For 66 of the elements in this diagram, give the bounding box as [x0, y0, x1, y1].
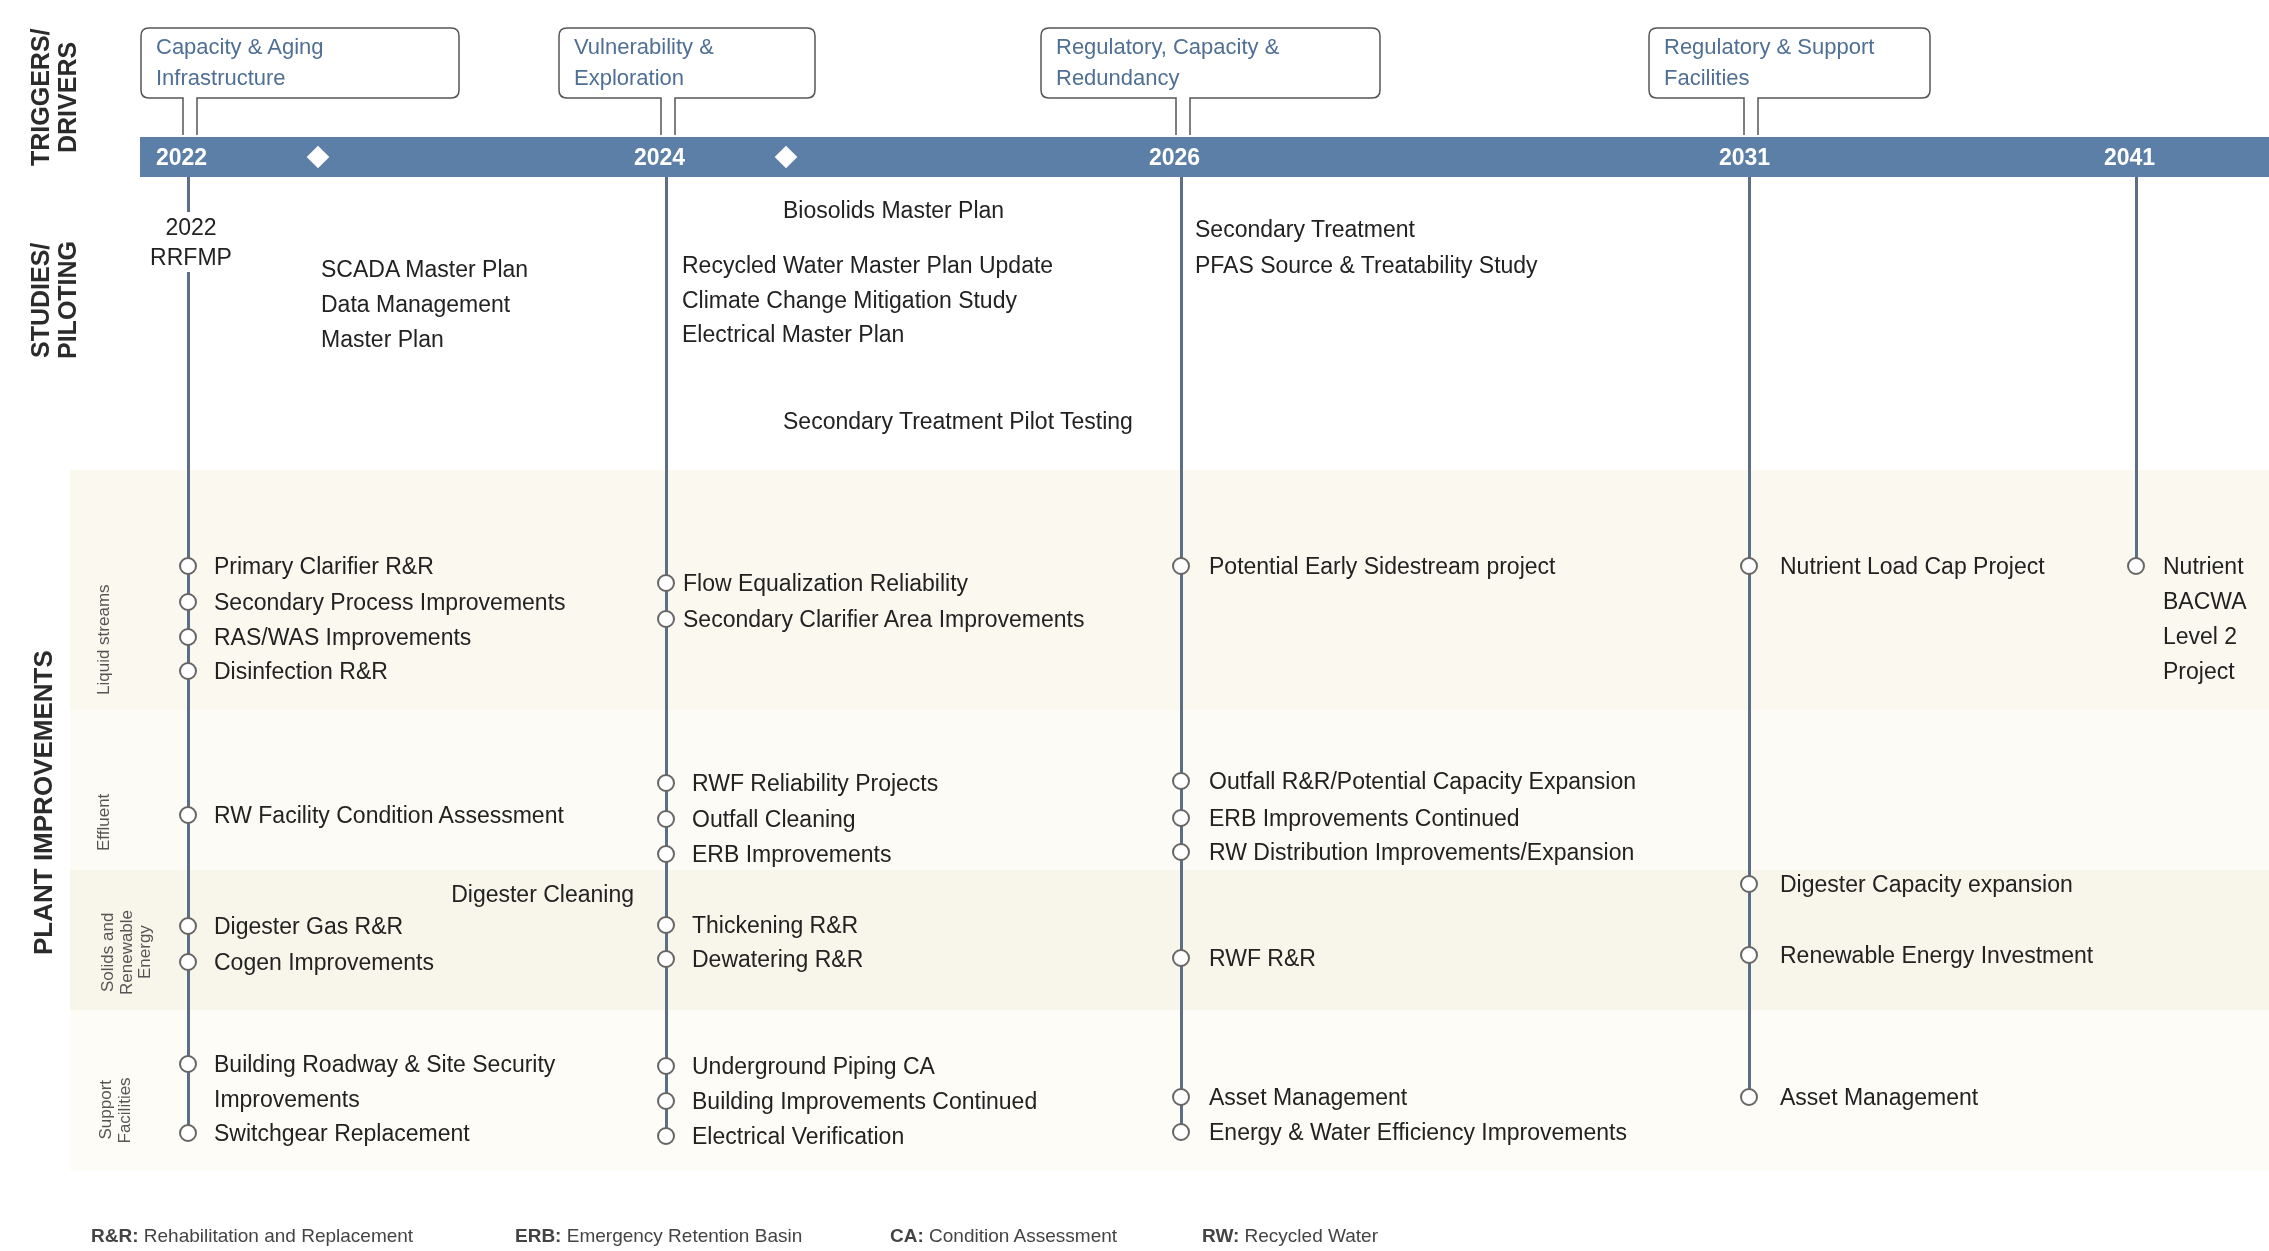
abbreviation-note: RW: Recycled Water: [1202, 1225, 1378, 1247]
project-item: RW Facility Condition Assessment: [214, 801, 565, 830]
project-item: Outfall R&R/Potential Capacity Expansion: [1209, 767, 1637, 796]
project-item: Asset Management: [1209, 1083, 1409, 1112]
project-item: Digester Capacity expansion: [1780, 870, 2074, 899]
project-item: Potential Early Sidestream project: [1209, 552, 1557, 581]
project-item: Building Roadway & Site Security Improvements: [214, 1050, 557, 1114]
study-item: Digester Cleaning: [450, 880, 634, 909]
subsection-heading: Effluent: [94, 792, 114, 853]
trigger-callout-box: [1040, 27, 1381, 135]
project-item: Flow Equalization Reliability: [683, 569, 970, 598]
project-item: Underground Piping CA: [692, 1052, 936, 1081]
project-item: Secondary Clarifier Area Improvements: [683, 605, 1086, 634]
study-item: Electrical Master Plan: [682, 320, 906, 349]
trigger-text: Regulatory, Capacity & Redundancy: [1056, 34, 1280, 90]
project-item: Disinfection R&R: [214, 657, 389, 686]
subsection-heading: Liquid streams: [94, 583, 114, 698]
trigger-callout-box: [1648, 27, 1931, 135]
study-item: Recycled Water Master Plan Update: [682, 251, 1055, 280]
section-heading: TRIGGERS/ DRIVERS: [26, 27, 82, 168]
year-label: 2026: [1149, 144, 1201, 171]
abbreviation-note: ERB: Emergency Retention Basin: [515, 1225, 803, 1247]
project-item: Thickening R&R: [692, 911, 860, 940]
trigger-text: Capacity & Aging Infrastructure: [156, 34, 324, 90]
project-item: RWF Reliability Projects: [692, 769, 940, 798]
abbreviation-note: CA: Condition Assessment: [890, 1225, 1118, 1247]
trigger-callout-box: [558, 27, 816, 135]
year-label: 2041: [2104, 144, 2156, 171]
subsection-heading: Solids and Renewable Energy: [98, 908, 156, 997]
study-item: Biosolids Master Plan: [783, 196, 1006, 225]
abbreviation-note: R&R: Rehabilitation and Replacement: [91, 1225, 414, 1247]
project-item: Renewable Energy Investment: [1780, 941, 2095, 970]
project-item: RAS/WAS Improvements: [214, 623, 473, 652]
project-item: Outfall Cleaning: [692, 805, 857, 834]
trigger-text: Regulatory & Support Facilities: [1664, 34, 1875, 90]
year-label: 2022: [156, 144, 208, 171]
study-item: PFAS Source & Treatability Study: [1195, 251, 1539, 280]
project-item: Electrical Verification: [692, 1122, 906, 1151]
trigger-text: Vulnerability & Exploration: [574, 34, 714, 90]
year-label: 2031: [1719, 144, 1771, 171]
project-item: Nutrient Load Cap Project: [1780, 552, 2046, 581]
project-item: ERB Improvements Continued: [1209, 804, 1521, 833]
study-item: Secondary Treatment: [1195, 215, 1416, 244]
section-heading: STUDIES/ PILOTING: [26, 239, 82, 362]
year-label: 2024: [634, 144, 686, 171]
study-item: SCADA Master Plan: [321, 255, 530, 284]
subsection-heading: Support Facilities: [97, 1075, 135, 1146]
project-item: Primary Clarifier R&R: [214, 552, 435, 581]
project-item: Asset Management: [1780, 1083, 1980, 1112]
study-item: Data Management Master Plan: [321, 290, 512, 354]
project-item: RWF R&R: [1209, 944, 1317, 973]
section-heading: PLANT IMPROVEMENTS: [28, 649, 58, 958]
project-item: Cogen Improvements: [214, 948, 435, 977]
project-item: RW Distribution Improvements/Expansion: [1209, 838, 1636, 867]
project-item: Secondary Process Improvements: [214, 588, 567, 617]
study-item: Climate Change Mitigation Study: [682, 286, 1018, 315]
project-item: Energy & Water Efficiency Improvements: [1209, 1118, 1628, 1147]
project-item: Digester Gas R&R: [214, 912, 405, 941]
study-item: Secondary Treatment Pilot Testing: [783, 407, 1134, 436]
trigger-callout-box: [140, 27, 460, 135]
project-item: Building Improvements Continued: [692, 1087, 1039, 1116]
timeline-bar: [140, 137, 2269, 177]
project-item: Dewatering R&R: [692, 945, 865, 974]
project-item: Switchgear Replacement: [214, 1119, 471, 1148]
project-item: ERB Improvements: [692, 840, 893, 869]
project-item: Nutrient BACWA Level 2 Project: [2163, 552, 2247, 686]
